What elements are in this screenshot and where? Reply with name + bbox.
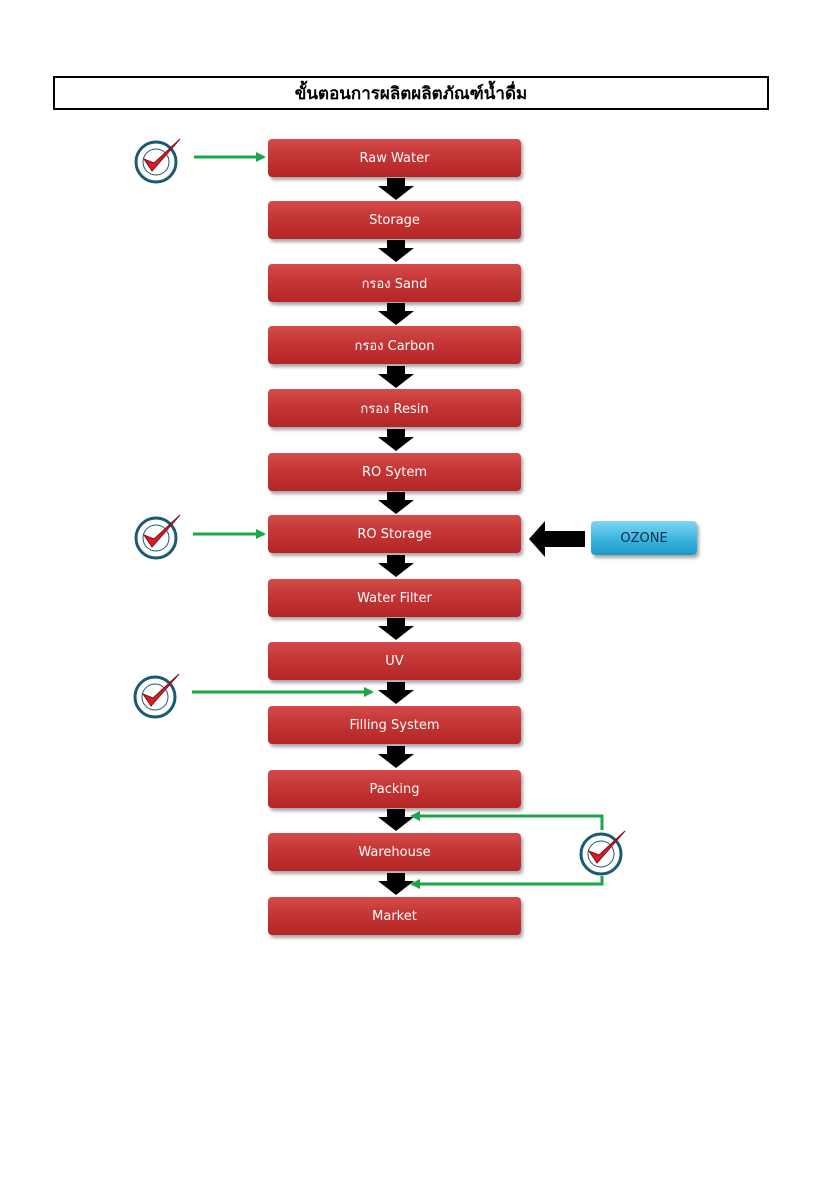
down-arrow-12: [378, 873, 414, 895]
green-arrow-packing: [410, 811, 604, 830]
step-market[interactable]: Market: [268, 897, 521, 935]
down-arrow-9: [378, 682, 414, 704]
step-filling-system[interactable]: Filling System: [268, 706, 521, 744]
step-raw-water[interactable]: Raw Water: [268, 139, 521, 177]
step-carbon-filter[interactable]: กรอง Carbon: [268, 326, 521, 364]
down-arrow-4: [378, 366, 414, 388]
green-arrow-warehouse: [410, 876, 604, 889]
ozone-box[interactable]: OZONE: [591, 521, 697, 555]
down-arrow-8: [378, 618, 414, 640]
ozone-arrow: [529, 521, 585, 557]
step-storage[interactable]: Storage: [268, 201, 521, 239]
down-arrow-1: [378, 178, 414, 200]
quality-check-icon: [134, 514, 181, 560]
down-arrow-2: [378, 240, 414, 262]
green-check-arrows: [192, 152, 604, 889]
down-arrow-10: [378, 746, 414, 768]
step-ro-system[interactable]: RO Sytem: [268, 453, 521, 491]
step-resin-filter[interactable]: กรอง Resin: [268, 389, 521, 427]
page-title: ขั้นตอนการผลิตผลิตภัณฑ์น้ำดื่ม: [53, 76, 769, 110]
down-arrow-7: [378, 555, 414, 577]
black-down-arrows: [378, 178, 414, 895]
step-water-filter[interactable]: Water Filter: [268, 579, 521, 617]
step-warehouse[interactable]: Warehouse: [268, 833, 521, 871]
down-arrow-6: [378, 492, 414, 514]
step-sand-filter[interactable]: กรอง Sand: [268, 264, 521, 302]
down-arrow-11: [378, 809, 414, 831]
step-packing[interactable]: Packing: [268, 770, 521, 808]
step-uv[interactable]: UV: [268, 642, 521, 680]
quality-check-icon: [133, 673, 180, 719]
down-arrow-3: [378, 303, 414, 325]
quality-check-icon: [134, 138, 181, 184]
down-arrow-5: [378, 429, 414, 451]
step-ro-storage[interactable]: RO Storage: [268, 515, 521, 553]
quality-check-icon: [579, 830, 626, 876]
